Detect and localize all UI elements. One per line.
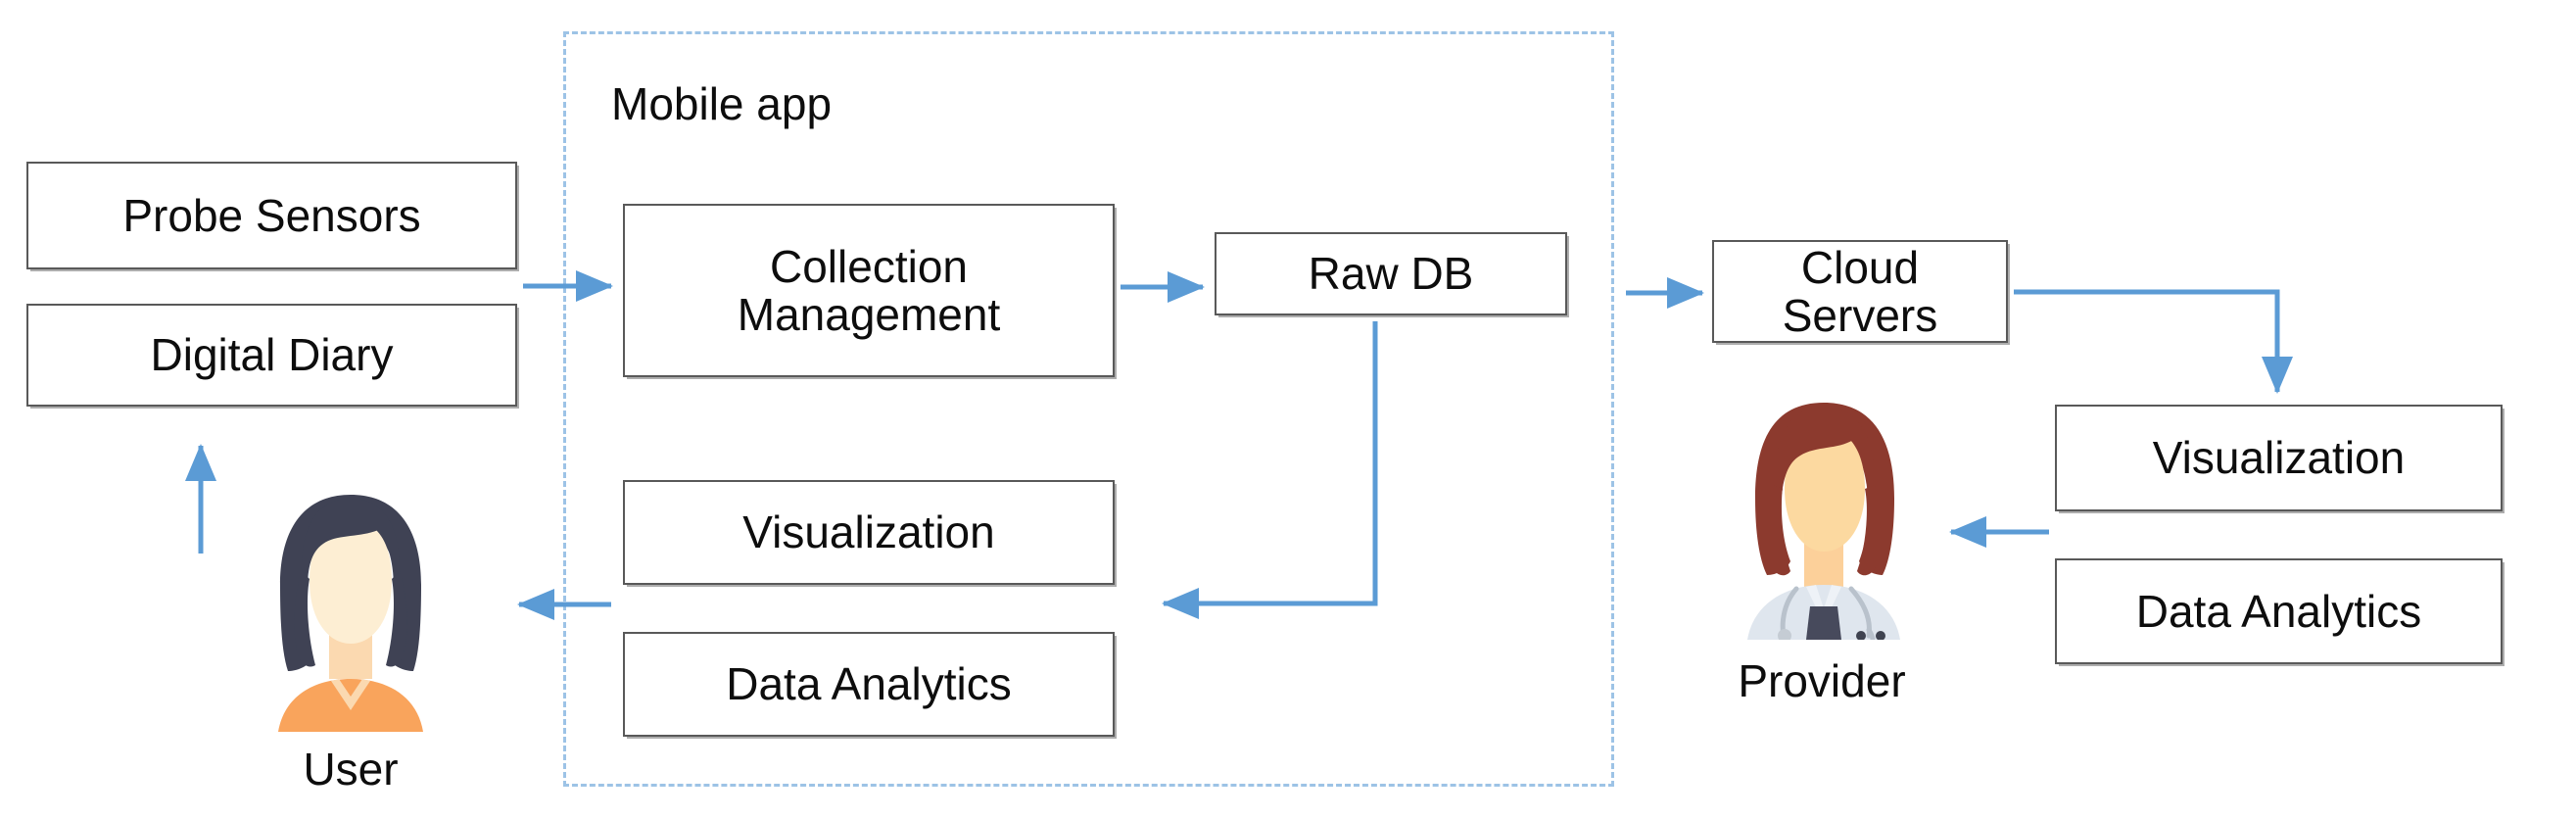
raw-db-label: Raw DB (1308, 248, 1474, 300)
probe-sensors-label: Probe Sensors (122, 189, 421, 241)
collection-management-label: Collection Management (737, 240, 1001, 340)
provider-caption: Provider (1738, 655, 1906, 706)
digital-diary-box[interactable]: Digital Diary (26, 304, 517, 407)
digital-diary-label: Digital Diary (150, 329, 394, 381)
app-visualization-box[interactable]: Visualization (623, 480, 1115, 585)
user-avatar (253, 487, 449, 732)
provider-visualization-label: Visualization (2152, 432, 2406, 484)
app-visualization-label: Visualization (742, 506, 995, 558)
provider-data-analytics-box[interactable]: Data Analytics (2055, 558, 2503, 664)
cloud-servers-label: Cloud Servers (1782, 241, 1938, 341)
provider-avatar (1726, 397, 1922, 643)
provider-visualization-box[interactable]: Visualization (2055, 405, 2503, 511)
raw-db-box[interactable]: Raw DB (1215, 232, 1567, 315)
arrow-cloud-to-provider-visualization (2014, 289, 2294, 395)
app-data-analytics-label: Data Analytics (726, 658, 1012, 710)
probe-sensors-box[interactable]: Probe Sensors (26, 162, 517, 269)
user-caption: User (303, 744, 399, 795)
cloud-servers-box[interactable]: Cloud Servers (1712, 240, 2008, 343)
collection-management-box[interactable]: Collection Management (623, 204, 1115, 377)
provider-data-analytics-label: Data Analytics (2135, 585, 2422, 637)
mobile-app-region (563, 31, 1614, 787)
mobile-app-region-title: Mobile app (611, 78, 833, 129)
app-data-analytics-box[interactable]: Data Analytics (623, 632, 1115, 737)
